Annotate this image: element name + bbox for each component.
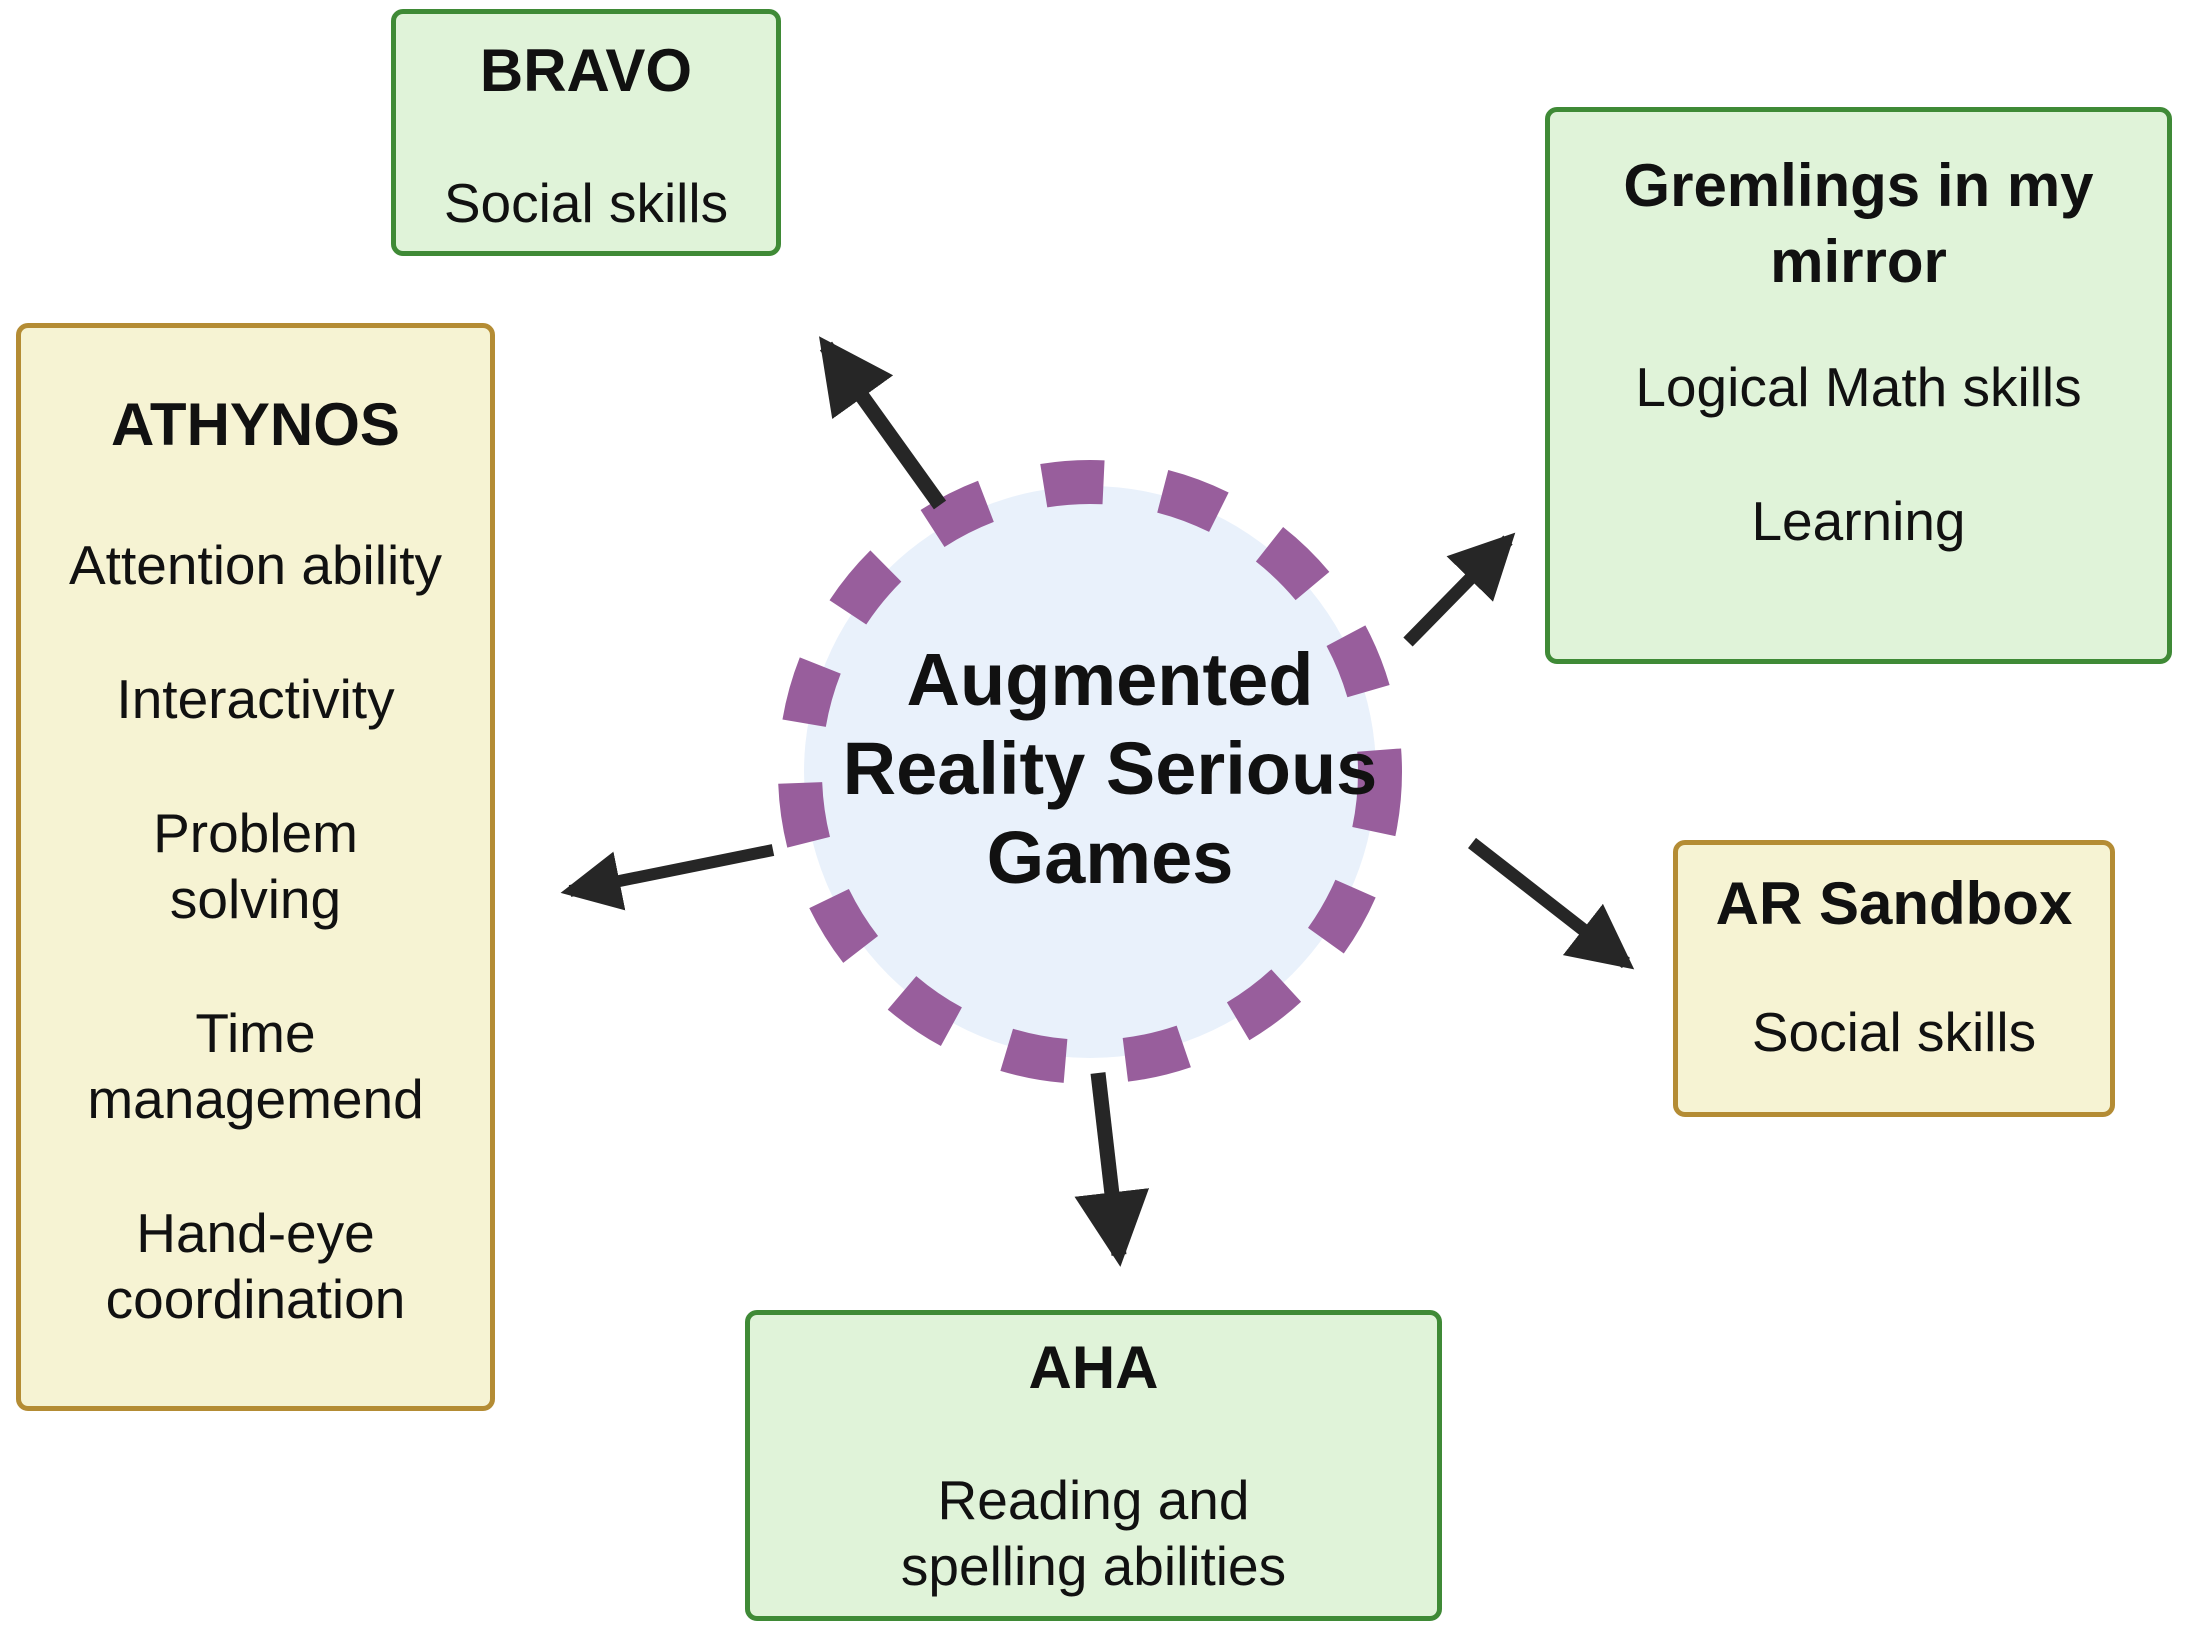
edge-hub-to-gremlins <box>1403 532 1516 647</box>
node-item: Attention ability <box>69 534 442 596</box>
edge-hub-to-aha <box>1074 1072 1150 1267</box>
edge-hub-to-bravo <box>819 336 947 510</box>
node-bravo: BRAVO Social skills <box>391 9 781 256</box>
hub-label: Augmented Reality Serious Games <box>842 638 1378 899</box>
node-item: Problem solving <box>153 802 358 930</box>
node-item: Social skills <box>443 172 729 234</box>
node-item: Hand-eye coordination <box>105 1202 406 1330</box>
node-item: Social skills <box>1751 1001 2037 1063</box>
node-item: Interactivity <box>116 668 395 730</box>
node-title: Gremlings in my mirror <box>1623 152 2094 295</box>
node-item: Reading and spelling abilities <box>900 1469 1287 1597</box>
node-ar-sandbox: AR Sandbox Social skills <box>1673 840 2115 1117</box>
node-title: AR Sandbox <box>1715 870 2073 937</box>
node-aha: AHA Reading and spelling abilities <box>745 1310 1442 1621</box>
hub-circle <box>804 486 1376 1058</box>
edge-hub-to-arsandbox <box>1468 837 1635 970</box>
node-gremlins-in-my-mirror: Gremlings in my mirror Logical Math skil… <box>1545 107 2172 664</box>
node-title: AHA <box>1028 1334 1159 1401</box>
node-item: Learning <box>1751 490 1966 552</box>
node-item: Logical Math skills <box>1635 356 2082 418</box>
edge-hub-to-athynos <box>560 844 775 911</box>
node-title: ATHYNOS <box>111 391 400 458</box>
node-item: Time managemend <box>87 1002 424 1130</box>
node-title: BRAVO <box>479 37 693 104</box>
hub-dashed-ring <box>778 460 1402 1084</box>
node-athynos: ATHYNOS Attention ability Interactivity … <box>16 323 495 1411</box>
